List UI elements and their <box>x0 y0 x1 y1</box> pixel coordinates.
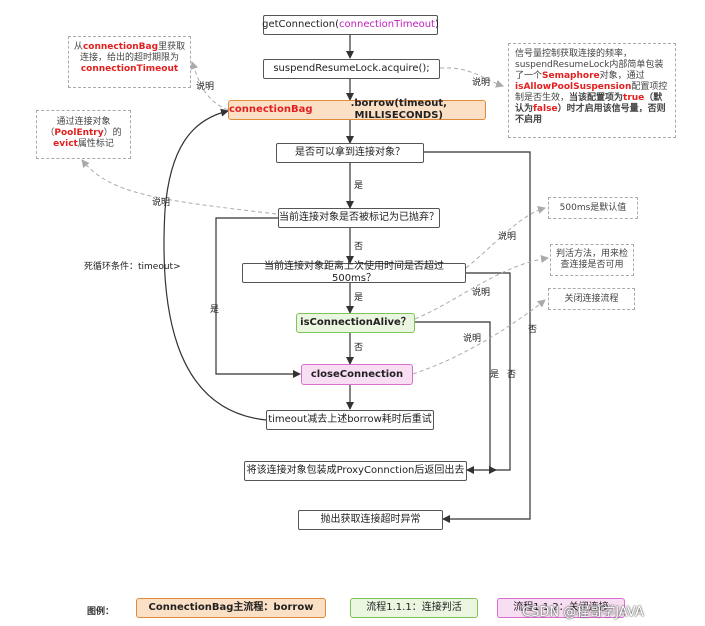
explain-judge <box>414 255 549 320</box>
legend-close: 流程1.1.2：关闭连接 <box>497 598 625 618</box>
note-sem-t5: 配置项控制是否生效， <box>515 82 668 103</box>
acquire-box: suspendResumeLock.acquire(); <box>263 59 440 79</box>
label-explain-judge: 说明 <box>472 288 491 298</box>
edge-retry-loop <box>163 108 267 421</box>
label-explain-semaphore: 说明 <box>472 78 491 88</box>
explain-entry <box>81 159 277 215</box>
edge-evicted-yes <box>215 217 301 378</box>
is-alive-box: isConnectionAlive？ <box>296 313 415 333</box>
note-entry-t2: PoolEntry <box>54 128 104 138</box>
note-judge: 判活方法，用来检查连接是否可用 <box>550 244 634 276</box>
close-connection-box: closeConnection <box>301 364 413 385</box>
label-explain-close: 说明 <box>463 334 482 344</box>
label-dead-loop: 死循环条件：timeout> <box>84 262 181 272</box>
wrap-box: 将该连接对象包装成ProxyConnction后返回出去 <box>244 461 467 481</box>
edge-alive-yes <box>415 321 497 474</box>
label-can-get-no: 否 <box>528 325 538 335</box>
note-sem-t1: 信号量控制获取连接的频率，suspendResumeLock内部简单包装了一个 <box>515 49 664 81</box>
throw-box: 抛出获取连接超时异常 <box>298 510 443 530</box>
watermark: CSDN @程哥学JAVA <box>522 605 644 620</box>
label-evicted-yes: 是 <box>210 305 220 315</box>
label-evicted-no: 否 <box>354 242 364 252</box>
legend-alive: 流程1.1.1：连接判活 <box>350 598 478 618</box>
note-pool-entry: 通过连接对象（PoolEntry）的 evict属性标记 <box>36 110 131 159</box>
note-bag-t3: 里获取连接，给出的超时期限为 <box>79 42 186 63</box>
borrow-box: connectionBag .borrow(timeout, MILLISECON… <box>228 98 486 121</box>
explain-500 <box>465 206 546 269</box>
note-500ms: 500ms是默认值 <box>548 197 638 219</box>
label-alive-yes: 是 <box>490 370 500 380</box>
borrow-bag: connectionBag <box>229 104 313 115</box>
explain-bag <box>190 61 229 111</box>
edge-500-no <box>466 272 511 474</box>
legend-main: ConnectionBag主流程：borrow <box>136 598 326 618</box>
note-sem-t4: isAllowPoolSuspension <box>515 82 632 92</box>
label-explain-500: 说明 <box>498 232 517 242</box>
note-sem-t6: 当该配置项为 <box>569 93 624 103</box>
borrow-call: .borrow(timeout, MILLISECONDS) <box>350 98 447 121</box>
explain-semaphore <box>439 67 504 88</box>
get-connection-prefix: getConnection( <box>262 19 340 30</box>
can-get-box: 是否可以拿到连接对象？ <box>276 143 424 163</box>
note-bag-t1: 从 <box>73 42 83 52</box>
legend-title: 图例： <box>87 607 115 617</box>
over-500-box: 当前连接对象距离上次使用时间是否超过500ms？ <box>242 261 466 284</box>
note-entry-t1: 通过连接对象（ <box>45 117 111 138</box>
note-entry-t5: 属性标记 <box>77 139 114 149</box>
label-can-get-yes: 是 <box>354 181 364 191</box>
note-sem-t9: false <box>533 104 558 114</box>
note-sem-t2: Semaphore <box>542 71 600 81</box>
note-sem-t3: 对象，通过 <box>599 71 645 81</box>
note-sem-t8: （默认为 <box>515 93 663 114</box>
note-close-flow: 关闭连接流程 <box>548 288 635 310</box>
note-semaphore: 信号量控制获取连接的频率，suspendResumeLock内部简单包装了一个S… <box>508 43 676 138</box>
explain-close <box>412 299 546 375</box>
evicted-box: 当前连接对象是否被标记为已抛弃？ <box>278 208 440 228</box>
get-connection-box: getConnection(connectionTimeout) <box>262 15 439 35</box>
note-entry-t3: ）的 <box>103 128 122 138</box>
note-entry-t4: evict <box>53 139 78 149</box>
note-bag-t4: connectionTimeout <box>80 64 179 74</box>
label-500-yes: 是 <box>354 293 364 303</box>
get-connection-param: connectionTimeout <box>339 19 435 30</box>
note-sem-t10: ）时才启用该信号量，否则不启用 <box>515 104 666 125</box>
note-bag-t2: connectionBag <box>82 42 159 52</box>
edge-can-get-no <box>424 151 531 523</box>
label-explain-entry: 说明 <box>152 198 171 208</box>
get-connection-suffix: ) <box>434 19 439 30</box>
label-500-no: 否 <box>507 370 517 380</box>
note-sem-t7: true <box>623 93 645 103</box>
label-explain-bag: 说明 <box>196 82 215 92</box>
label-alive-no: 否 <box>354 343 364 353</box>
retry-box: timeout减去上述borrow耗时后重试 <box>266 410 434 430</box>
